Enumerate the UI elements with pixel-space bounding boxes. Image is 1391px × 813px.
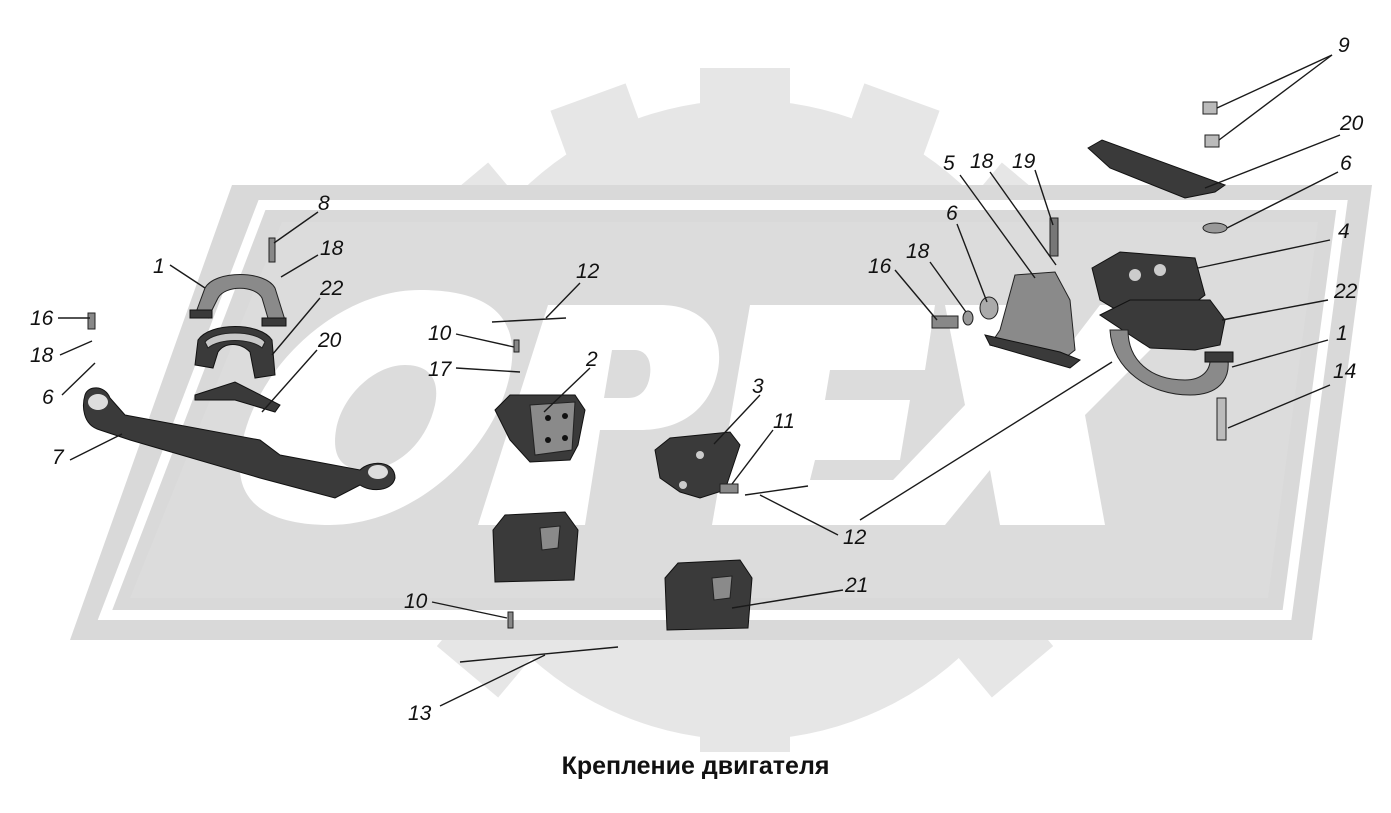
callout-label: 6 — [946, 202, 958, 225]
crossbeam-icon — [83, 387, 396, 499]
callout-label: 18 — [970, 150, 994, 173]
callout-label: 10 — [428, 322, 452, 345]
callout-label: 14 — [1333, 360, 1356, 383]
diagram-caption: Крепление двигателя — [561, 752, 830, 780]
callout-label: 16 — [868, 255, 892, 278]
callout-label: 20 — [1339, 112, 1364, 135]
rubber-block-icon — [664, 559, 753, 631]
callout-label: 8 — [318, 192, 330, 215]
callout-label: 12 — [843, 526, 867, 549]
callout-label: 2 — [585, 348, 598, 371]
rear-clamp-icon — [1099, 299, 1226, 351]
callout-labels: 8 18 1 22 16 18 20 6 7 12 10 17 2 3 11 1… — [30, 34, 1364, 725]
bolt-icon — [719, 483, 739, 494]
bracket-clamp-icon — [189, 274, 287, 327]
bolt-icon — [87, 237, 520, 629]
callout-label: 10 — [404, 590, 428, 613]
front-mount-icon — [494, 394, 586, 463]
rear-clamp-icon — [1109, 329, 1234, 396]
nut-icon — [1202, 101, 1228, 234]
plate-icon — [194, 381, 281, 413]
callout-label: 16 — [30, 307, 54, 330]
watermark-logo — [70, 68, 1372, 752]
callout-label: 4 — [1338, 220, 1350, 243]
callout-label: 19 — [1012, 150, 1036, 173]
callout-label: 6 — [42, 386, 54, 409]
callout-label: 21 — [844, 574, 868, 597]
callout-label: 18 — [906, 240, 930, 263]
bracket-plate-icon — [984, 271, 1081, 369]
rear-plate-icon — [1087, 139, 1227, 199]
callout-label: 20 — [317, 329, 342, 352]
callout-label: 18 — [320, 237, 344, 260]
bolt-icon — [1216, 397, 1227, 441]
rubber-cushion-icon — [194, 326, 276, 379]
callout-label: 7 — [52, 446, 65, 469]
callout-label: 17 — [428, 358, 453, 381]
callout-label: 1 — [153, 255, 165, 278]
washer-icon — [931, 217, 1059, 329]
callout-label: 13 — [408, 702, 432, 725]
leader-lines — [58, 54, 1341, 707]
callout-label: 9 — [1338, 34, 1350, 57]
callout-label: 18 — [30, 344, 54, 367]
callout-label: 22 — [1333, 280, 1358, 303]
callout-label: 12 — [576, 260, 600, 283]
callout-label: 22 — [319, 277, 344, 300]
callout-label: 5 — [943, 152, 955, 175]
callout-label: 1 — [1336, 322, 1348, 345]
callout-label: 11 — [773, 410, 795, 433]
callout-label: 6 — [1340, 152, 1352, 175]
callout-label: 3 — [752, 375, 764, 398]
rubber-block-icon — [492, 511, 579, 583]
